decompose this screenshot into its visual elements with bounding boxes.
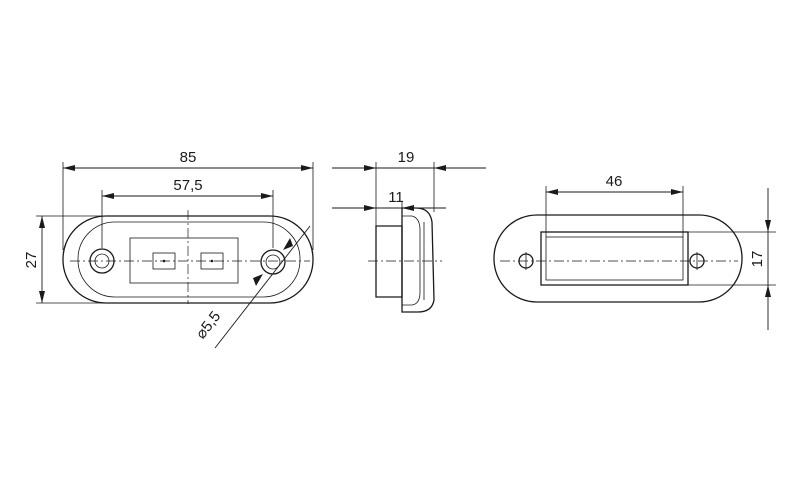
dim-lens-height: 17 xyxy=(688,188,776,330)
dim-hole-spacing: 57,5 xyxy=(101,177,274,248)
label-hole-diameter: ⌀5,5 xyxy=(193,308,225,342)
front-view xyxy=(62,210,314,304)
side-view xyxy=(368,207,442,313)
label-height: 27 xyxy=(23,252,40,269)
dim-hole-diameter: ⌀5,5 xyxy=(193,225,311,349)
front-led-right-dot xyxy=(210,259,214,263)
dim-height: 27 xyxy=(23,215,188,304)
lens-view xyxy=(493,214,743,303)
label-lens-width: 46 xyxy=(606,173,623,190)
label-hole-spacing: 57,5 xyxy=(173,177,202,194)
dim-total-depth: 19 xyxy=(332,149,486,226)
dim-lens-width: 46 xyxy=(545,173,684,237)
side-flange xyxy=(401,207,435,313)
side-flange-step xyxy=(402,215,421,306)
dim-overall-length: 85 xyxy=(62,149,314,250)
front-inner-housing xyxy=(77,221,301,298)
front-right-hole-inner xyxy=(265,254,281,270)
front-module xyxy=(129,237,239,284)
lens-view-outer-body xyxy=(493,214,743,303)
side-body xyxy=(375,225,403,298)
lens-frame-inner xyxy=(545,236,684,281)
label-overall-length: 85 xyxy=(180,149,197,166)
label-lens-height: 17 xyxy=(749,251,766,268)
label-flange-depth: 11 xyxy=(388,189,404,206)
dim-flange-depth: 11 xyxy=(332,189,446,211)
lens-frame-outer xyxy=(540,231,689,286)
label-total-depth: 19 xyxy=(398,149,415,166)
